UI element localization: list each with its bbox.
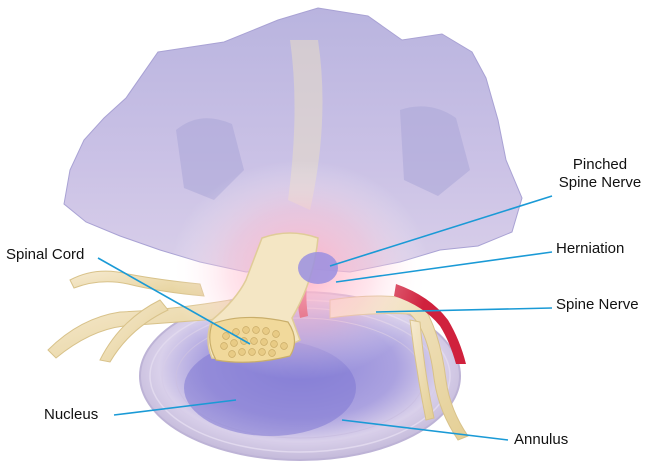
label-herniation: Herniation — [556, 240, 624, 258]
label-annulus: Annulus — [514, 431, 568, 449]
label-spinal-cord: Spinal Cord — [6, 246, 84, 264]
label-pinched-spine-nerve: Pinched Spine Nerve — [553, 156, 647, 192]
label-pinched-line1: Pinched — [553, 156, 647, 174]
label-spine-nerve: Spine Nerve — [556, 296, 639, 314]
label-nucleus: Nucleus — [44, 406, 98, 424]
label-pinched-line2: Spine Nerve — [553, 174, 647, 192]
herniation-bulge — [298, 252, 338, 284]
